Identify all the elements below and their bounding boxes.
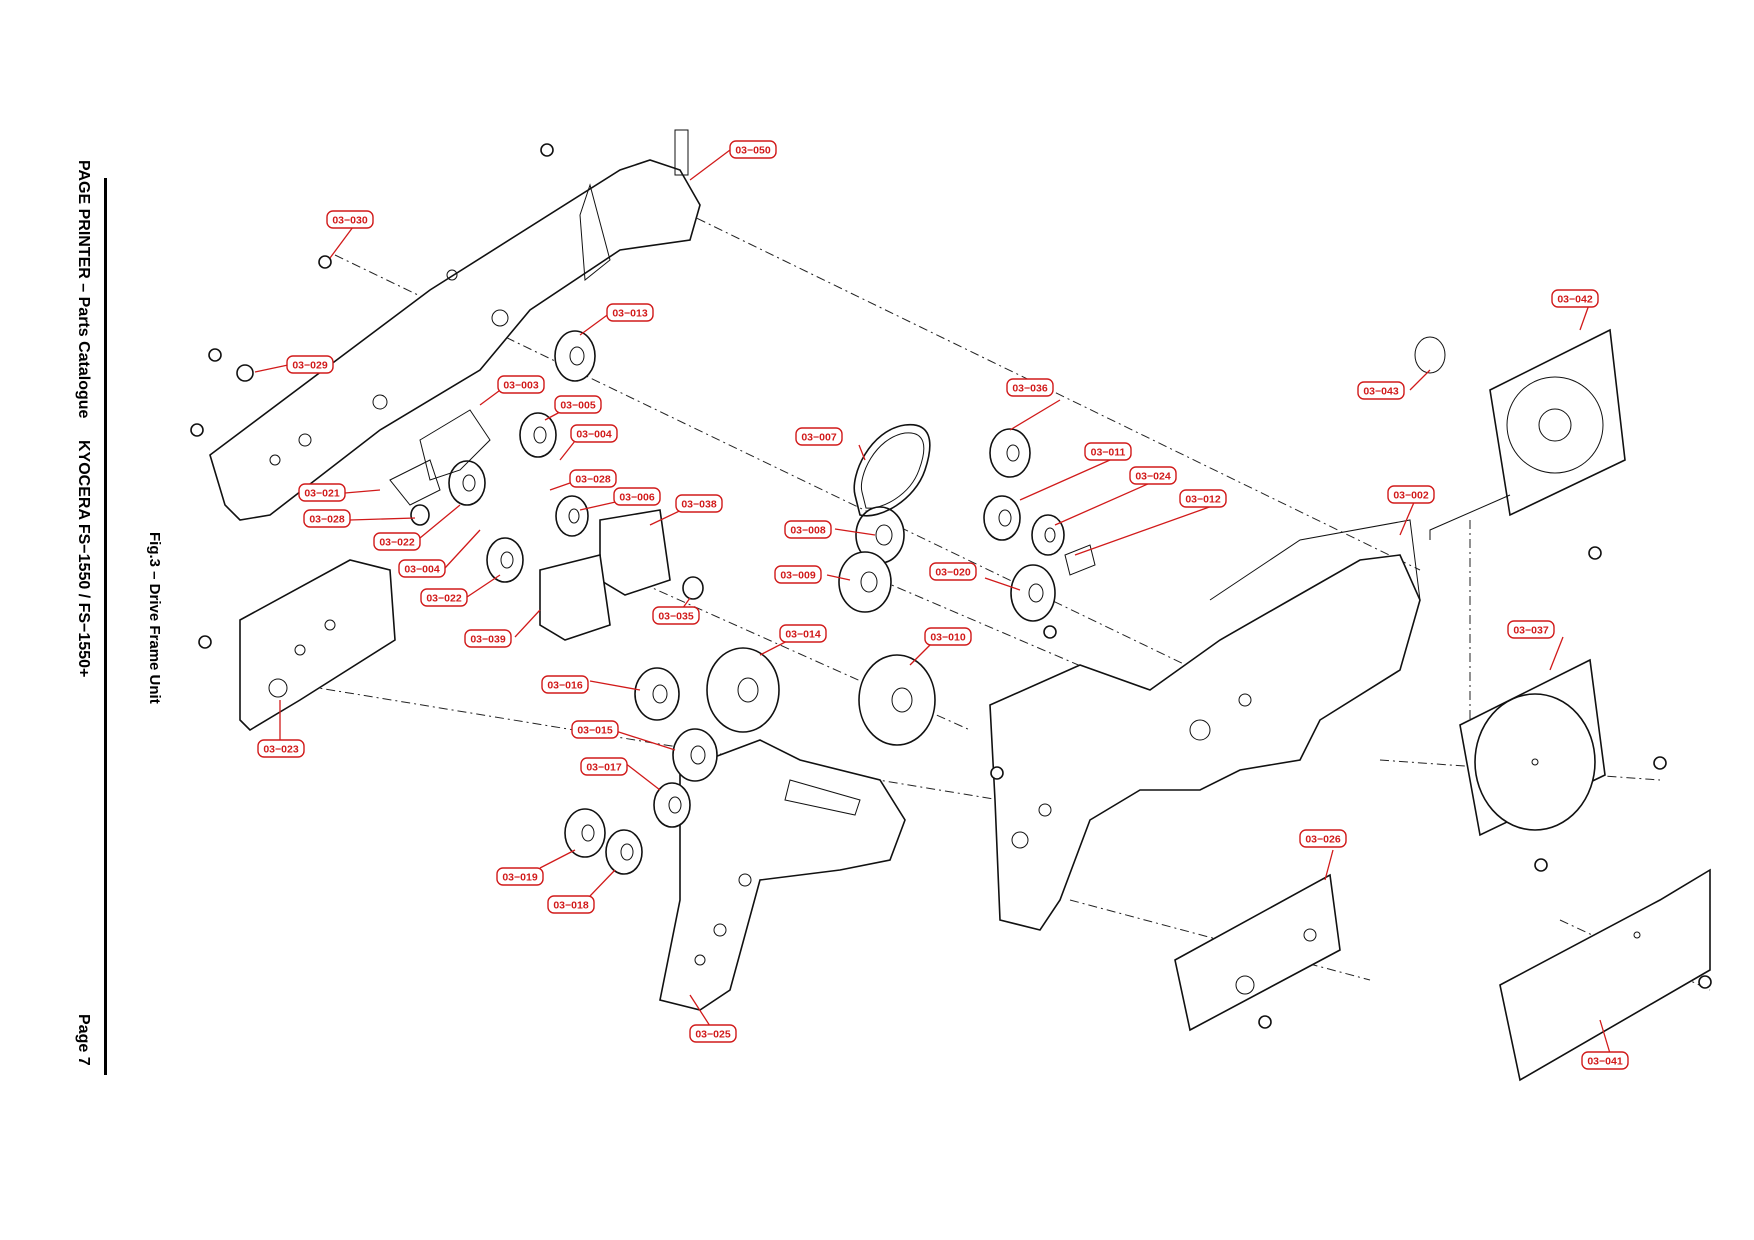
svg-text:03−037: 03−037	[1513, 625, 1548, 637]
svg-text:03−028: 03−028	[575, 474, 610, 486]
svg-text:03−019: 03−019	[502, 872, 537, 884]
callout-03-015: 03−015	[571, 720, 619, 739]
screws	[190, 143, 1712, 1029]
svg-text:03−011: 03−011	[1091, 447, 1126, 459]
callout-03-004: 03−004	[570, 424, 618, 443]
svg-text:03−006: 03−006	[619, 492, 654, 504]
solenoids	[539, 509, 704, 641]
left-frame-plate	[209, 129, 701, 521]
svg-text:03−023: 03−023	[263, 744, 298, 756]
callout-03-006: 03−006	[613, 487, 661, 506]
leader-lines	[254, 149, 1613, 1061]
drive-motor-037	[1459, 658, 1606, 837]
svg-text:03−029: 03−029	[292, 360, 327, 372]
callout-03-036: 03−036	[1006, 378, 1054, 397]
callout-03-017: 03−017	[580, 757, 628, 776]
callout-03-011: 03−011	[1084, 442, 1132, 461]
callout-03-014: 03−014	[779, 624, 827, 643]
svg-text:03−017: 03−017	[586, 762, 621, 774]
svg-text:03−039: 03−039	[470, 634, 505, 646]
timing-belt-007	[853, 423, 931, 517]
svg-text:03−005: 03−005	[560, 400, 595, 412]
callout-03-026: 03−026	[1299, 829, 1347, 848]
svg-text:03−041: 03−041	[1587, 1056, 1622, 1068]
callout-03-028: 03−028	[303, 509, 351, 528]
callout-03-022: 03−022	[373, 532, 421, 551]
svg-text:03−050: 03−050	[735, 145, 770, 157]
svg-text:03−038: 03−038	[681, 499, 716, 511]
svg-text:03−024: 03−024	[1135, 471, 1170, 483]
callout-03-025: 03−025	[689, 1024, 737, 1043]
callout-03-010: 03−010	[924, 627, 972, 646]
callout-03-029: 03−029	[286, 355, 334, 374]
callout-03-019: 03−019	[496, 867, 544, 886]
svg-text:03−025: 03−025	[695, 1029, 730, 1041]
callout-03-016: 03−016	[541, 675, 589, 694]
svg-text:03−035: 03−035	[658, 611, 693, 623]
svg-text:03−014: 03−014	[785, 629, 820, 641]
svg-text:03−015: 03−015	[577, 725, 612, 737]
svg-text:03−009: 03−009	[780, 570, 815, 582]
svg-text:03−030: 03−030	[332, 215, 367, 227]
callout-03-009: 03−009	[774, 565, 822, 584]
svg-text:03−010: 03−010	[930, 632, 965, 644]
svg-text:03−008: 03−008	[790, 525, 825, 537]
svg-text:03−022: 03−022	[379, 537, 414, 549]
callout-03-018: 03−018	[547, 895, 595, 914]
callout-03-023: 03−023	[257, 739, 305, 758]
svg-text:03−016: 03−016	[547, 680, 582, 692]
svg-text:03−004: 03−004	[404, 564, 439, 576]
callout-03-012: 03−012	[1179, 489, 1227, 508]
svg-text:03−026: 03−026	[1305, 834, 1340, 846]
callout-03-004: 03−004	[398, 559, 446, 578]
callout-03-037: 03−037	[1507, 620, 1555, 639]
svg-text:03−018: 03−018	[553, 900, 588, 912]
callout-03-022: 03−022	[420, 588, 468, 607]
svg-text:03−020: 03−020	[935, 567, 970, 579]
svg-text:03−028: 03−028	[309, 514, 344, 526]
callout-03-020: 03−020	[929, 562, 977, 581]
svg-text:03−003: 03−003	[503, 380, 538, 392]
page-sidebar: PAGE PRINTER – Parts Catalogue KYOCERA F…	[0, 0, 200, 1240]
callout-03-005: 03−005	[554, 395, 602, 414]
callout-03-030: 03−030	[326, 210, 374, 229]
svg-text:03−043: 03−043	[1363, 386, 1398, 398]
callout-03-039: 03−039	[464, 629, 512, 648]
callout-03-050: 03−050	[729, 140, 777, 159]
callout-03-028: 03−028	[569, 469, 617, 488]
callout-03-041: 03−041	[1581, 1051, 1629, 1070]
main-frame-002	[989, 519, 1421, 931]
cooling-fan-042	[1414, 328, 1626, 540]
header-rule	[104, 178, 107, 1075]
bracket-plate-023	[239, 559, 396, 732]
svg-text:03−036: 03−036	[1012, 383, 1047, 395]
callout-03-007: 03−007	[795, 427, 843, 446]
svg-text:03−022: 03−022	[426, 593, 461, 605]
callout-03-008: 03−008	[784, 520, 832, 539]
callout-03-043: 03−043	[1357, 381, 1405, 400]
svg-text:03−042: 03−042	[1557, 294, 1592, 306]
svg-text:03−013: 03−013	[612, 308, 647, 320]
center-frame-025	[659, 739, 906, 1011]
callout-03-024: 03−024	[1129, 466, 1177, 485]
bracket-026	[1174, 873, 1341, 1032]
svg-text:03−007: 03−007	[801, 432, 836, 444]
gears-center	[564, 428, 1096, 875]
callout-03-002: 03−002	[1387, 485, 1435, 504]
callout-03-021: 03−021	[298, 483, 346, 502]
callout-03-038: 03−038	[675, 494, 723, 513]
svg-text:03−002: 03−002	[1393, 490, 1428, 502]
gears-left	[389, 330, 596, 583]
callout-03-013: 03−013	[606, 303, 654, 322]
callout-03-003: 03−003	[497, 375, 545, 394]
callout-03-035: 03−035	[652, 606, 700, 625]
svg-text:03−012: 03−012	[1185, 494, 1220, 506]
svg-text:03−021: 03−021	[304, 488, 339, 500]
callout-03-042: 03−042	[1551, 289, 1599, 308]
board-041	[1499, 868, 1711, 1082]
svg-text:03−004: 03−004	[576, 429, 611, 441]
